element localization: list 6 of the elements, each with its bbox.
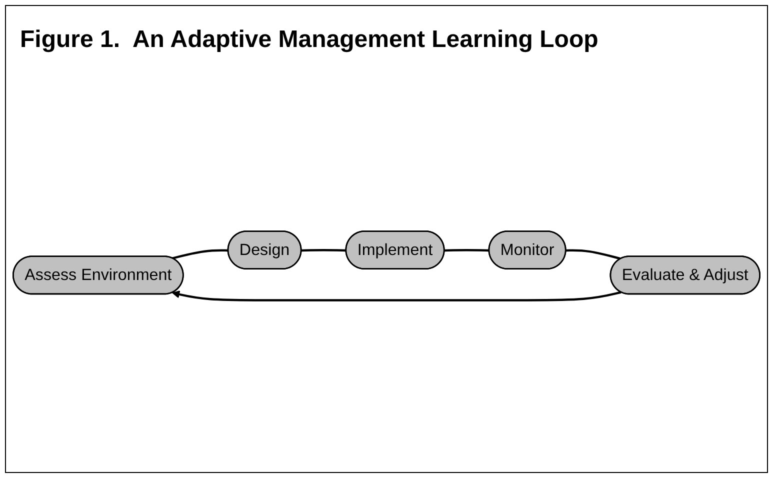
connector bbox=[566, 250, 622, 260]
connector bbox=[172, 250, 228, 260]
connector bbox=[302, 249, 346, 252]
figure-title: Figure 1. An Adaptive Management Learning Loop bbox=[19, 25, 598, 55]
arrow bbox=[172, 290, 622, 302]
connector bbox=[444, 249, 490, 252]
